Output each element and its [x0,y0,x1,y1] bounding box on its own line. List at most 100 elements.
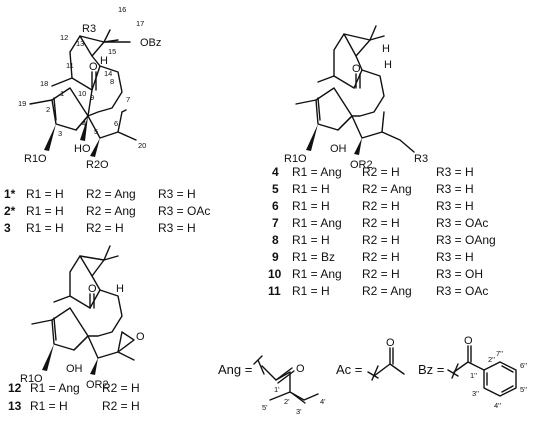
r2-value: R2 = H [362,165,400,179]
c5-wedge [90,138,100,157]
num-3: 3 [58,129,62,138]
compound-row: 13 R1 = H R2 = H [8,399,140,413]
num-16: 16 [118,5,126,14]
r3-value: R3 = H [436,250,474,264]
r1-value: R1 = H [292,233,330,247]
r3-value: R3 = OAc [158,204,210,218]
atom-o: O [89,61,98,73]
compound-list-b: 4 R1 = Ang R2 = H R3 = H 5 R1 = H R2 = A… [268,165,496,298]
bz-num-4: 4'' [494,401,502,410]
ang-num-2: 2' [284,397,290,406]
c18-methyl [51,77,73,87]
r1-value: R1 = Ang [30,381,80,395]
r1-value: R1 = H [26,187,64,201]
compound-row: 7 R1 = Ang R2 = H R3 = OAc [272,216,488,230]
num-4: 4 [82,119,86,128]
ang-oxygen: O [296,363,305,375]
compound-id: 4 [272,165,279,179]
substituent-ang: Ang = O 1' 2' 3' 4' 5' [218,355,326,416]
atom-ho: HO [74,143,91,155]
atom-o: O [88,283,97,295]
epoxide-ring [117,331,135,353]
num-11: 11 [66,61,74,70]
compound-row: 10 R1 = Ang R2 = H R3 = OH [268,267,483,281]
atom-or2: OR2 [86,379,109,391]
atom-o: O [352,63,361,75]
ac-label: Ac = [336,362,362,377]
num-1: 1 [60,89,64,98]
atom-obz: OBz [140,37,161,49]
r1-value: R1 = H [292,199,330,213]
r1-value: R1 = Ang [292,165,342,179]
compound-id: 13 [8,399,22,413]
structure-b: O H H R1O OH OR2 R3 [284,25,428,171]
atom-oh: OH [66,363,83,375]
compound-id: 1* [4,187,16,201]
r2-value: R2 = H [362,233,400,247]
benzene-double-bonds [486,365,514,393]
atom-h14: H [100,55,108,67]
bz-oxygen: O [464,335,473,347]
cyclopropane-ring [79,35,105,57]
cc-double-bond [53,97,57,121]
compound-id: 6 [272,199,279,213]
methyl-c20 [117,351,135,361]
r2-value: R2 = H [362,250,400,264]
num-19: 19 [18,99,26,108]
r3-value: R3 = OAc [436,216,488,230]
substituent-bz: Bz = O 1'' 2'' 3'' 4'' 5'' 6'' 7'' [418,335,528,410]
c4-wedge [80,116,88,141]
ang-label: Ang = [218,362,252,377]
r2-value: R2 = H [362,216,400,230]
atom-o-epoxide: O [136,331,145,343]
c6-c7-double [121,109,127,113]
ring-upper-left [69,255,91,309]
c12-c13-bond [69,35,81,53]
r2-value: R2 = Ang [86,204,136,218]
structure-c: O H O R1O OH OR2 [20,245,145,391]
atom-r1o: R1O [20,373,43,385]
c3-wedge [44,124,56,151]
c20-methyl [117,131,137,141]
r2-value: R2 = Ang [86,187,136,201]
compound-id: 7 [272,216,279,230]
r2-value: R2 = H [102,381,140,395]
ang-num-3: 3' [296,407,302,416]
num-5: 5 [94,127,98,136]
c5-wedge [354,138,362,155]
c9-bond [89,289,101,309]
r3-value: R3 = H [436,165,474,179]
r1-value: R1 = H [26,204,64,218]
compound-id: 2* [4,204,16,218]
r3-value: R3 = OAng [436,233,496,247]
atom-r1o: R1O [24,153,47,165]
ac-attachment [367,365,379,381]
ac-oxygen: O [386,337,395,349]
cc-double-bond [317,97,321,121]
r3-value: R3 = H [436,199,474,213]
r1-value: R1 = H [292,284,330,298]
methyl-c19 [295,99,317,105]
structure-a: R3 OBz O H HO R1O R2O 16 17 12 13 15 14 … [18,5,161,171]
compound-row: 2* R1 = H R2 = Ang R3 = OAc [4,204,210,218]
r2-value: R2 = H [86,221,124,235]
r3-value: R3 = H [158,221,196,235]
num-6: 6 [114,119,118,128]
atom-or2: OR2 [350,159,373,171]
bz-num-7: 7'' [496,349,504,358]
carbonyl-bond [89,293,95,309]
r2-value: R2 = Ang [362,284,412,298]
atom-r1o: R1O [284,153,307,165]
ang-num-1: 1' [274,385,280,394]
cyclopentene-ring [51,307,89,351]
compound-id: 12 [8,381,22,395]
atom-r3: R3 [414,153,428,165]
ac-carbonyl [389,347,394,365]
r3-value: R3 = OAc [436,284,488,298]
r3-value: R3 = H [158,187,196,201]
r3-value: R3 = H [436,182,474,196]
gem-dimethyl-bonds [103,245,119,261]
compound-id: 11 [268,284,281,298]
cyclopropane-ring [79,255,105,277]
